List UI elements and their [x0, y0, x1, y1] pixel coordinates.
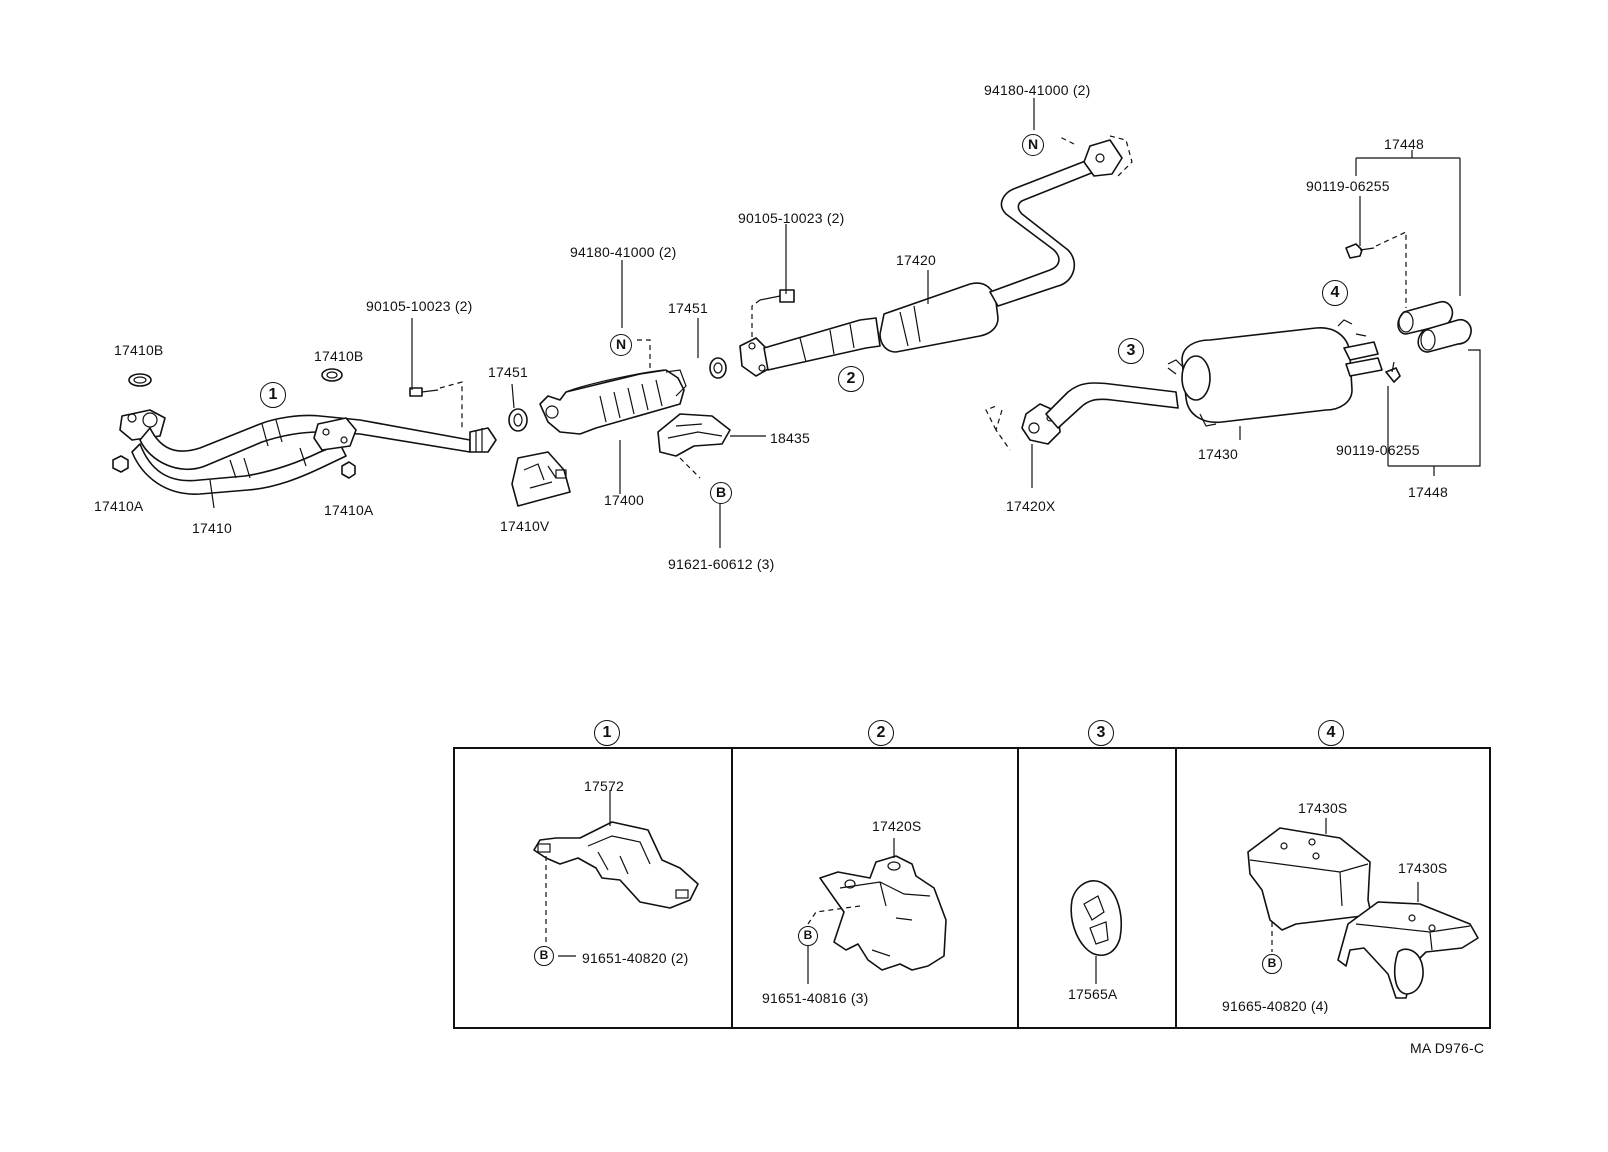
gasket-17451-second[interactable]	[709, 357, 727, 379]
label-91651-first: 91651-40820 (2)	[582, 950, 689, 966]
catalytic-converter-17400[interactable]	[539, 339, 687, 435]
label-18435: 18435	[770, 430, 810, 446]
marker-detail-1-header: 1	[594, 720, 620, 746]
front-exhaust-pipe-17410[interactable]	[119, 409, 497, 495]
label-90105-second: 90105-10023 (2)	[738, 210, 845, 226]
label-17420: 17420	[896, 252, 936, 268]
label-17430s-right: 17430S	[1398, 860, 1448, 876]
marker-b-detail-1: B	[534, 946, 554, 966]
label-17410: 17410	[192, 520, 232, 536]
label-91621: 91621-60612 (3)	[668, 556, 775, 572]
label-17451-first: 17451	[488, 364, 528, 380]
label-90119-upper: 90119-06255	[1306, 178, 1390, 194]
marker-n-second: N	[1022, 134, 1044, 156]
label-17410b-right: 17410B	[314, 348, 364, 364]
label-94180-first: 94180-41000 (2)	[570, 244, 677, 260]
label-17565a: 17565A	[1068, 986, 1118, 1002]
bolt-90105-second[interactable]	[751, 289, 795, 340]
marker-detail-2-header: 2	[868, 720, 894, 746]
label-17400: 17400	[604, 492, 644, 508]
diagram-code: MA D976-C	[1410, 1040, 1485, 1056]
bolt-90105-first[interactable]	[409, 381, 463, 430]
marker-detail-3-main: 3	[1118, 338, 1144, 364]
label-90105-first: 90105-10023 (2)	[366, 298, 473, 314]
label-17572: 17572	[584, 778, 624, 794]
bracket-17410v[interactable]	[511, 451, 571, 507]
label-17410v: 17410V	[500, 518, 550, 534]
label-17430: 17430	[1198, 446, 1238, 462]
tail-tip-17448-lower[interactable]	[1417, 318, 1472, 353]
nut-17410a-left[interactable]	[112, 455, 129, 473]
rubber-hanger-17565a[interactable]	[1070, 880, 1122, 956]
marker-detail-3-header: 3	[1088, 720, 1114, 746]
heat-insulator-18435[interactable]	[657, 413, 731, 479]
label-91665: 91665-40820 (4)	[1222, 998, 1329, 1014]
marker-detail-4-header: 4	[1318, 720, 1344, 746]
nut-17410a-right[interactable]	[341, 461, 356, 479]
center-pipe-17420[interactable]	[739, 135, 1133, 377]
gasket-17451-first[interactable]	[508, 408, 528, 432]
marker-n-first: N	[610, 334, 632, 356]
label-17451-second: 17451	[668, 300, 708, 316]
bolt-90119-lower[interactable]	[1385, 361, 1401, 383]
marker-detail-2-main: 2	[838, 366, 864, 392]
marker-detail-4-main: 4	[1322, 280, 1348, 306]
bracket-17430s-left[interactable]	[1247, 827, 1373, 931]
label-17410b-left: 17410B	[114, 342, 164, 358]
label-94180-second: 94180-41000 (2)	[984, 82, 1091, 98]
hanger-17420s[interactable]	[819, 855, 947, 971]
gasket-17410b-right[interactable]	[321, 368, 343, 382]
label-17448-top: 17448	[1384, 136, 1424, 152]
label-17420x: 17420X	[1006, 498, 1056, 514]
gasket-17410b-left[interactable]	[128, 373, 152, 387]
marker-b-detail-2: B	[798, 926, 818, 946]
marker-b-main: B	[710, 482, 732, 504]
label-91651-second: 91651-40816 (3)	[762, 990, 869, 1006]
label-90119-lower: 90119-06255	[1336, 442, 1420, 458]
bracket-17430s-right[interactable]	[1337, 901, 1479, 999]
label-17410a-left: 17410A	[94, 498, 144, 514]
label-17410a-right: 17410A	[324, 502, 374, 518]
label-17448-bottom: 17448	[1408, 484, 1448, 500]
label-17430s-left: 17430S	[1298, 800, 1348, 816]
label-17420s: 17420S	[872, 818, 922, 834]
marker-b-detail-4: B	[1262, 954, 1282, 974]
bolt-90119-upper[interactable]	[1345, 231, 1407, 308]
hanger-17572[interactable]	[533, 821, 699, 909]
marker-detail-1-main: 1	[260, 382, 286, 408]
detail-table	[453, 747, 1491, 1029]
tail-pipe-17430[interactable]	[985, 319, 1383, 451]
